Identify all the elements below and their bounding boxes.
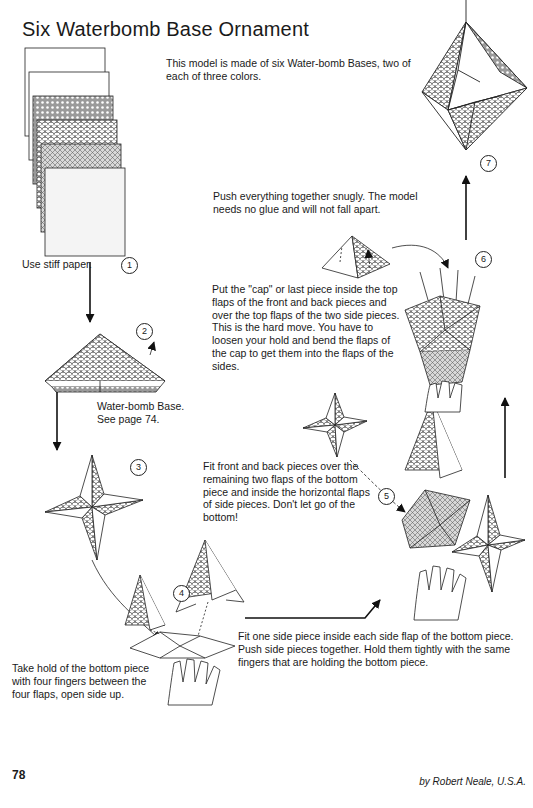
waterbomb-star bbox=[45, 455, 143, 560]
callout-number: 7 bbox=[480, 155, 497, 172]
waterbomb-base-part bbox=[100, 381, 101, 392]
step-note: Fit one side piece inside each side flap… bbox=[238, 630, 523, 668]
finished-ornament-part bbox=[466, 22, 527, 88]
finished-ornament bbox=[422, 0, 527, 150]
finished-ornament-part bbox=[448, 22, 500, 150]
assembly-step-4-part bbox=[160, 646, 205, 658]
waterbomb-base-part bbox=[45, 334, 165, 381]
callout-number: 3 bbox=[130, 459, 147, 476]
paper-stack-part bbox=[45, 168, 125, 256]
assembly-step-6-part bbox=[340, 246, 370, 268]
assembly-step-5-part bbox=[410, 490, 470, 548]
assembly-step-6-part bbox=[425, 381, 462, 412]
assembly-step-5-part bbox=[402, 490, 470, 548]
waterbomb-star-part bbox=[80, 455, 92, 507]
step-arrow bbox=[89, 262, 91, 322]
waterbomb-base-part bbox=[52, 387, 160, 392]
author-credit: by Robert Neale, U.S.A. bbox=[398, 776, 526, 787]
step-arrow bbox=[56, 392, 58, 450]
assembly-step-5-part bbox=[414, 566, 466, 620]
finished-ornament-part bbox=[448, 88, 527, 150]
step-note: Push everything together snugly. The mod… bbox=[213, 190, 423, 216]
intro-note: This model is made of six Water-bomb Bas… bbox=[166, 57, 436, 83]
assembly-step-6-part bbox=[420, 296, 480, 352]
callout-number: 6 bbox=[475, 251, 492, 268]
step-arrow bbox=[465, 176, 467, 240]
callout-number: 2 bbox=[136, 323, 153, 340]
waterbomb-base bbox=[45, 334, 165, 392]
callout-number: 5 bbox=[378, 488, 395, 505]
waterbomb-star-part bbox=[92, 494, 143, 507]
assembly-step-4-part bbox=[150, 602, 208, 636]
waterbomb-star-part bbox=[92, 507, 105, 560]
assembly-step-4-part bbox=[205, 540, 236, 600]
assembly-step-6-part bbox=[405, 296, 480, 352]
finished-ornament-part bbox=[466, 0, 467, 22]
waterbomb-base-part bbox=[45, 381, 165, 387]
waterbomb-base-part bbox=[150, 342, 154, 355]
step-note: Take hold of the bottom piece with four … bbox=[12, 662, 162, 700]
paper-stack bbox=[25, 48, 125, 256]
assembly-step-6-part bbox=[352, 236, 390, 278]
step-note: Put the "cap" or last piece inside the t… bbox=[212, 283, 400, 373]
assembly-step-6-part bbox=[392, 245, 448, 268]
step-note: Use stiff paper. bbox=[22, 258, 117, 271]
assembly-step-6-part bbox=[420, 350, 470, 385]
step-arrow bbox=[504, 398, 506, 478]
assembly-step-5-part bbox=[303, 393, 367, 457]
waterbomb-base-part bbox=[45, 334, 165, 381]
assembly-step-4-part bbox=[140, 575, 165, 630]
page-number: 78 bbox=[12, 768, 25, 782]
step-arrow bbox=[245, 600, 380, 618]
callout-number: 1 bbox=[121, 257, 138, 274]
assembly-step-4-part bbox=[130, 632, 235, 658]
step-note: Water-bomb Base. See page 74. bbox=[97, 400, 197, 426]
page-title: Six Waterbomb Base Ornament bbox=[22, 18, 309, 41]
waterbomb-star-part bbox=[45, 507, 92, 518]
callout-number: 4 bbox=[173, 585, 190, 602]
assembly-step-4-part bbox=[160, 632, 200, 646]
step-note: Fit front and back pieces over the remai… bbox=[203, 460, 373, 524]
assembly-step-4-part bbox=[168, 659, 220, 705]
